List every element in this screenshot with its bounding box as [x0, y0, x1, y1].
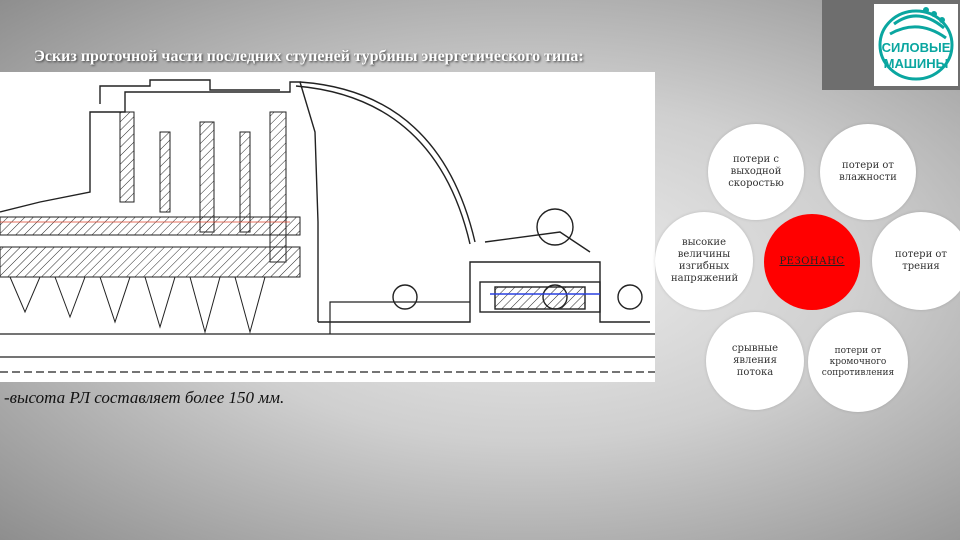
node-edge: потери от кромочного сопротивления — [808, 312, 908, 412]
node-exit-velocity-label: потери с выходной скоростью — [728, 154, 784, 189]
logo: СИЛОВЫЕ МАШИНЫ — [822, 0, 960, 90]
logo-line1: СИЛОВЫЕ — [882, 40, 951, 55]
logo-line2: МАШИНЫ — [884, 56, 949, 71]
node-moisture-label: потери от влажности — [839, 160, 897, 183]
node-bending-label: высокие величины изгибных напряжений — [671, 237, 739, 284]
node-resonance-label: РЕЗОНАНС — [779, 256, 845, 267]
node-friction: потери от трения — [872, 212, 960, 310]
node-flow-separation: срывные явления потока — [706, 312, 804, 410]
node-flow-separation-label: срывные явления потока — [731, 343, 779, 378]
node-friction-label: потери от трения — [895, 249, 947, 272]
node-moisture: потери от влажности — [820, 124, 916, 220]
slide-title: Эскиз проточной части последних ступеней… — [34, 48, 584, 65]
turbine-drawing — [0, 72, 655, 382]
turbine-sketch-image — [0, 79, 655, 373]
node-exit-velocity: потери с выходной скоростью — [708, 124, 804, 220]
power-machines-logo-icon: СИЛОВЫЕ МАШИНЫ — [874, 4, 958, 86]
node-bending: высокие величины изгибных напряжений — [655, 212, 753, 310]
slide-caption: -высота РЛ составляет более 150 мм. — [4, 388, 285, 407]
node-edge-label: потери от кромочного сопротивления — [821, 345, 895, 378]
node-resonance: РЕЗОНАНС — [764, 214, 860, 310]
